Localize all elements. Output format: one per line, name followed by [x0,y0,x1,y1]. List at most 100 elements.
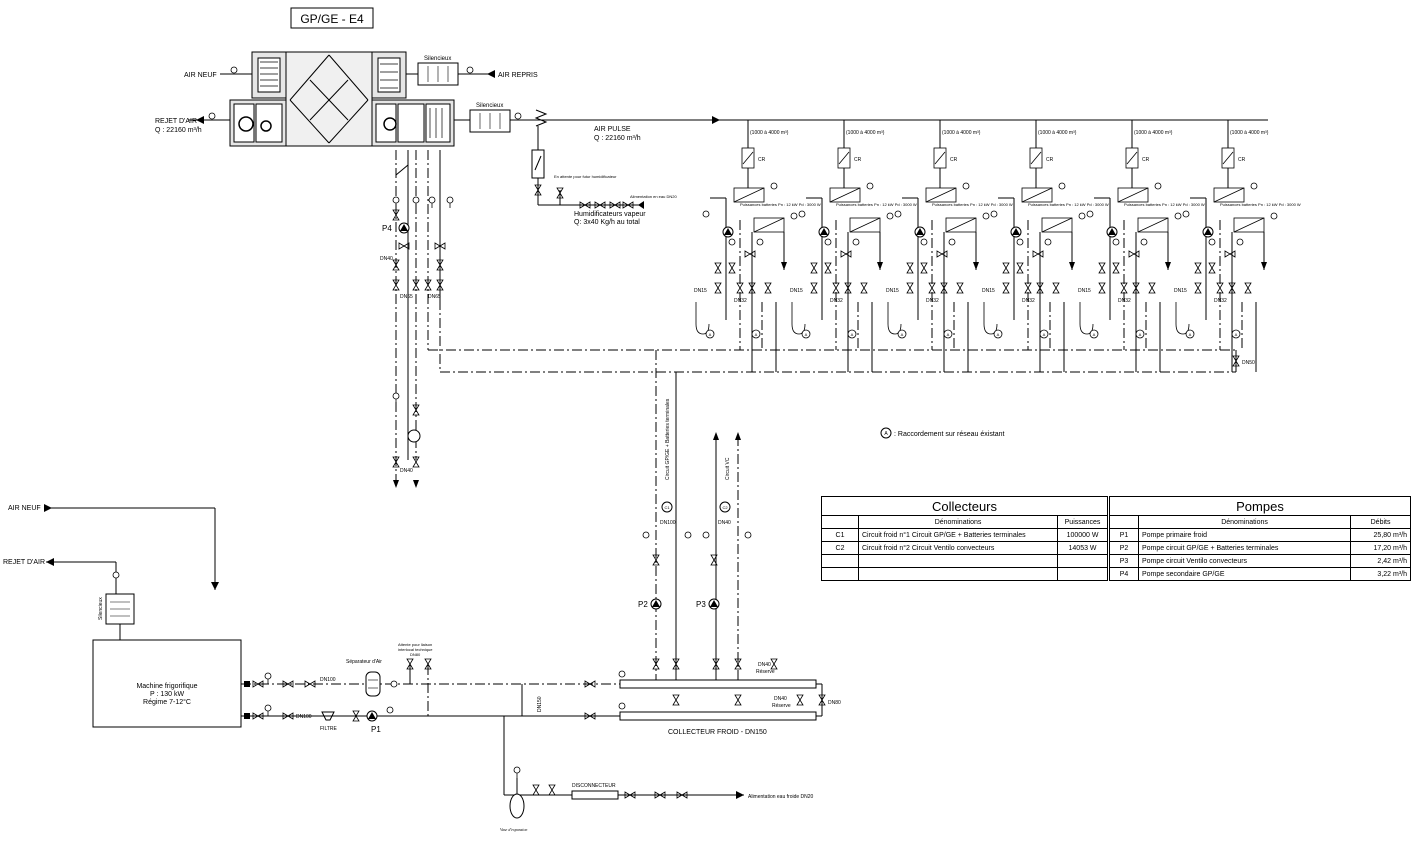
collecteur-id [821,554,859,568]
table-row [821,567,1108,581]
branch-a-tag: A [755,332,758,337]
chiller-area: AIR NEUF REJET D'AIR Silencieux Machine … [3,504,620,734]
branch-a-tag: A [901,332,904,337]
collecteur-froid: DN80 DN40 Réserve DN40 Réserve COLLECTEU… [618,658,841,736]
branch-a-tag: A [1189,332,1192,337]
collecteur-value: 14053 W [1057,541,1108,555]
branch-a-tag: A [997,332,1000,337]
pump-p3-label: P3 [696,600,706,609]
collecteur-denom: Circuit froid n°1 Circuit GP/GE + Batter… [857,528,1059,542]
title-box [290,7,374,29]
page-title: GP/GE - E4 [300,12,364,26]
branch-a-tag: A [947,332,950,337]
cr-label: CR [1046,157,1054,163]
rejet-air-label: REJET D'AIR [155,118,197,125]
dn80-collector-label: DN80 [828,700,841,706]
dn32-label: DN32 [1118,298,1131,304]
pompe-id: P2 [1109,541,1139,555]
pump-p1-label: P1 [371,725,381,734]
dn40-label-2: DN40 [400,468,413,474]
dn50-label: DN50 [1242,360,1255,366]
branch-flow-label: (1000 à 4000 m³) [942,130,981,136]
dn65-label-1: DN65 [400,294,413,300]
pompe-debit: 17,20 m³/h [1350,541,1411,555]
collecteurs-col-denom: Dénominations [857,515,1059,529]
cr-label: CR [758,157,766,163]
chiller-box [92,639,242,728]
dn15-label: DN15 [982,288,995,294]
pompe-id: P3 [1109,554,1139,568]
collecteur-id: C2 [821,541,859,555]
dn32-label: DN32 [830,298,843,304]
branch-power-label: Puissances batteries Pn : 12 kW Pd : 300… [1028,202,1109,207]
branch-power-label: Puissances batteries Pn : 12 kW Pd : 300… [1220,202,1301,207]
collecteur-label: COLLECTEUR FROID - DN150 [668,729,767,736]
dn32-label: DN32 [926,298,939,304]
alim-eau-label: Alimentation eau froide DN20 [748,794,814,800]
ahu-hydraulic-risers: P4 DN40 DN65 DN65 DN50 DN40 [380,150,1255,488]
separateur-label: Séparateur d'Air [346,659,382,665]
pompe-denom: Pompe secondaire GP/GE [1137,567,1352,581]
branch-power-label: Puissances batteries Pn : 12 kW Pd : 300… [740,202,821,207]
dn100-riser-label: DN100 [660,520,676,526]
air-pulse-label: AIR PULSE [594,126,631,133]
terminal-branches: (1000 à 4000 m³) CR Puissances batteries P… [694,120,1301,372]
air-pulse-flow: Q : 22160 m³/h [594,135,641,142]
cr-label: CR [1142,157,1150,163]
circuit-vc-label: Circuit VC [725,457,731,480]
air-repris-label: AIR REPRIS [498,72,538,79]
branch-a-tag: A [805,332,808,337]
pump-p4-label: P4 [382,224,392,233]
branch-power-label: Puissances batteries Pn : 12 kW Pd : 300… [836,202,917,207]
cr-label: CR [1238,157,1246,163]
air-neuf-chiller-label: AIR NEUF [8,505,41,512]
dn15-label: DN15 [1078,288,1091,294]
vase-label: Vase d'expansion [500,827,527,832]
collecteur-value: 100000 W [1057,528,1108,542]
air-neuf-label: AIR NEUF [184,72,217,79]
table-row: C2 Circuit froid n°2 Circuit Ventilo con… [821,541,1108,555]
branch-flow-label: (1000 à 4000 m³) [1134,130,1173,136]
silencieux-repris-label: Silencieux [424,56,451,62]
pompes-heading: Pompes [1109,496,1411,516]
collecteur-denom: Circuit froid n°2 Circuit Ventilo convec… [857,541,1059,555]
reserve-label-2: Réserve [772,703,791,709]
dn150-bypass-label: DN150 [537,696,543,712]
cr-label: CR [854,157,862,163]
table-row: P2 Pompe circuit GP/GE + Batteries termi… [1109,541,1411,555]
distribution-risers: Circuit GP/GE + Batteries terminales Cir… [638,350,752,706]
dn100-chiller-label-1: DN100 [320,677,336,683]
reserve-label-1: Réserve [756,669,775,675]
branch-a-tag: A [851,332,854,337]
dn40-ahu-label: DN40 [380,256,393,262]
pompe-denom: Pompe primaire froid [1137,528,1352,542]
collecteurs-table: Collecteurs Dénominations Puissances C1 … [821,496,1108,581]
chiller-title: Machine frigorifique [136,683,197,690]
circuit-gp-label: Circuit GP/GE + Batteries terminales [665,398,671,480]
branch-a-tag: A [1093,332,1096,337]
collecteur-denom [857,567,1059,581]
dn100-chiller-label-2: DN100 [296,714,312,720]
humidifier-attente-label: En attente pour futur humidificateur [554,174,617,179]
dn15-label: DN15 [694,288,707,294]
pompe-debit: 25,80 m³/h [1350,528,1411,542]
branch-a-tag: A [1235,332,1238,337]
chiller-power: P : 130 kW [150,691,185,698]
pompe-debit: 2,42 m³/h [1350,554,1411,568]
legend-text: : Raccordement sur réseau éxistant [894,431,1005,438]
branch-a-tag: A [709,332,712,337]
pompe-denom: Pompe circuit GP/GE + Batteries terminal… [1137,541,1352,555]
humidifier-alimentation-label: Alimentation en eau DN20 [630,194,677,199]
pompe-id: P1 [1109,528,1139,542]
table-row: P3 Pompe circuit Ventilo convecteurs 2,4… [1109,554,1411,568]
collecteur-denom [857,554,1059,568]
c2-tag: C2 [722,505,728,510]
silencieux-pulse-label: Silencieux [476,103,503,109]
branch-power-label: Puissances batteries Pn : 12 kW Pd : 300… [1124,202,1205,207]
disconnecteur-label: DISCONNECTEUR [572,783,616,789]
pompe-debit: 3,22 m³/h [1350,567,1411,581]
